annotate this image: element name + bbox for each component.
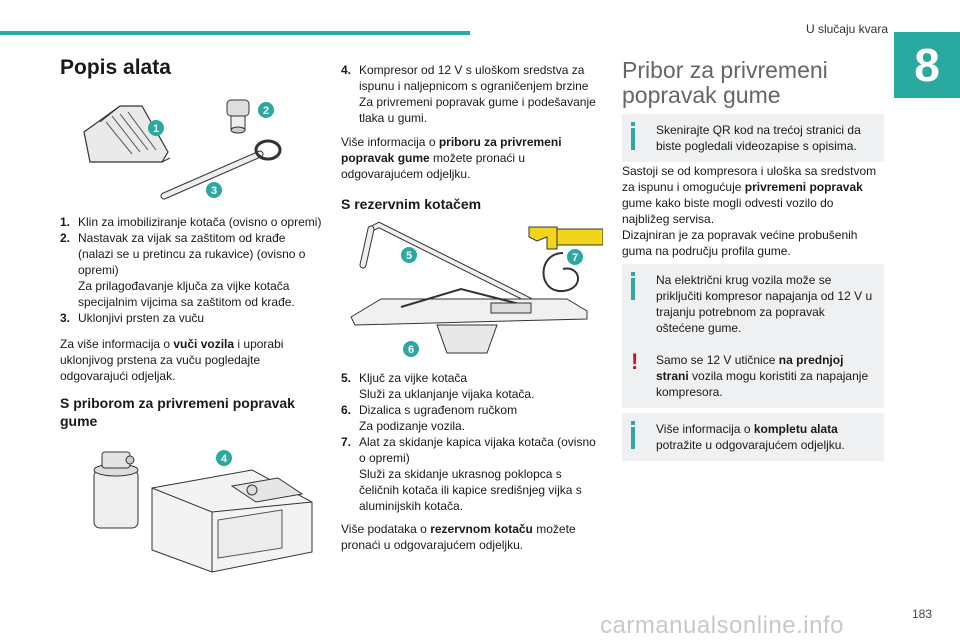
svg-text:5: 5 [406, 250, 412, 262]
hubcap-tool-drawing [528, 226, 603, 293]
svg-text:7: 7 [572, 252, 578, 264]
info-box-compressor: Na električni krug vozila može se priklj… [622, 264, 884, 344]
warning-icon: ! [631, 349, 639, 374]
towing-paragraph: Za više informacija o vuči vozila i upor… [60, 337, 284, 383]
spare-wheel-paragraph: Više podataka o rezervnom kotaču možete … [341, 522, 576, 552]
repair-kit-paragraph: Više informacija o priboru za privremeni… [341, 135, 562, 181]
svg-text:1: 1 [153, 123, 159, 135]
socket-drawing [226, 99, 250, 134]
warning-box-socket: ! Samo se 12 V utičnice na prednjoj stra… [622, 344, 884, 408]
callout-7: 7 [567, 249, 583, 265]
towing-eye-drawing [160, 139, 282, 200]
tool-illustration: 1 2 3 [83, 99, 282, 200]
chapter-number-badge: 8 [894, 32, 960, 98]
list-item: 2.Nastavak za vijak sa zaštitom od krađe… [60, 231, 306, 309]
watermark: carmanualsonline.info [600, 612, 844, 639]
header-accent-bar [0, 31, 470, 35]
tool-list-1: 1.Klin za imobiliziranje kotača (ovisno … [60, 214, 322, 326]
wheel-chock-drawing [83, 105, 171, 163]
info-box-qr: Skenirajte QR kod na trećoj stranici da … [622, 114, 884, 162]
section-title: U slučaju kvara [805, 22, 888, 36]
svg-text:3: 3 [211, 185, 217, 197]
list-item: 4.Kompresor od 12 V s uloškom sredstva z… [341, 63, 596, 125]
jack-drawing [350, 287, 588, 354]
svg-text:2: 2 [263, 105, 269, 117]
list-item: 3.Uklonjivi prsten za vuču [60, 311, 205, 325]
kit-description: Sastoji se od kompresora i uloška sa sre… [622, 164, 877, 258]
callout-1: 1 [148, 120, 164, 136]
list-item: 7.Alat za skidanje kapica vijaka kotača … [341, 435, 596, 513]
callout-4: 4 [216, 450, 232, 466]
list-item: 1.Klin za imobiliziranje kotača (ovisno … [60, 215, 322, 229]
callout-2: 2 [258, 102, 274, 118]
subtitle-repair-kit: S priborom za privremeni popravak gume [60, 395, 295, 429]
info-icon [631, 421, 645, 449]
info-box-toolkit: Više informacija o kompletu alata potraž… [622, 413, 884, 461]
compressor-drawing [151, 469, 313, 573]
subtitle-spare-wheel: S rezervnim kotačem [341, 196, 482, 212]
page-number: 183 [911, 607, 932, 621]
info-icon [631, 122, 645, 150]
callout-5: 5 [401, 247, 417, 263]
svg-text:6: 6 [408, 344, 414, 356]
info-icon [631, 272, 645, 300]
callout-3: 3 [206, 182, 222, 198]
wheel-wrench-drawing [359, 221, 534, 304]
tool-list-2: 4.Kompresor od 12 V s uloškom sredstva z… [341, 62, 603, 126]
spare-wheel-tools-illustration: 5 6 7 [350, 221, 603, 357]
sealant-bottle-drawing [93, 451, 139, 529]
page-title: Popis alata [60, 56, 171, 79]
callout-6: 6 [403, 341, 419, 357]
compressor-illustration: 4 [93, 450, 313, 573]
svg-text:4: 4 [221, 453, 228, 465]
section-heading: Pribor za privremeni popravak gume [622, 57, 828, 108]
